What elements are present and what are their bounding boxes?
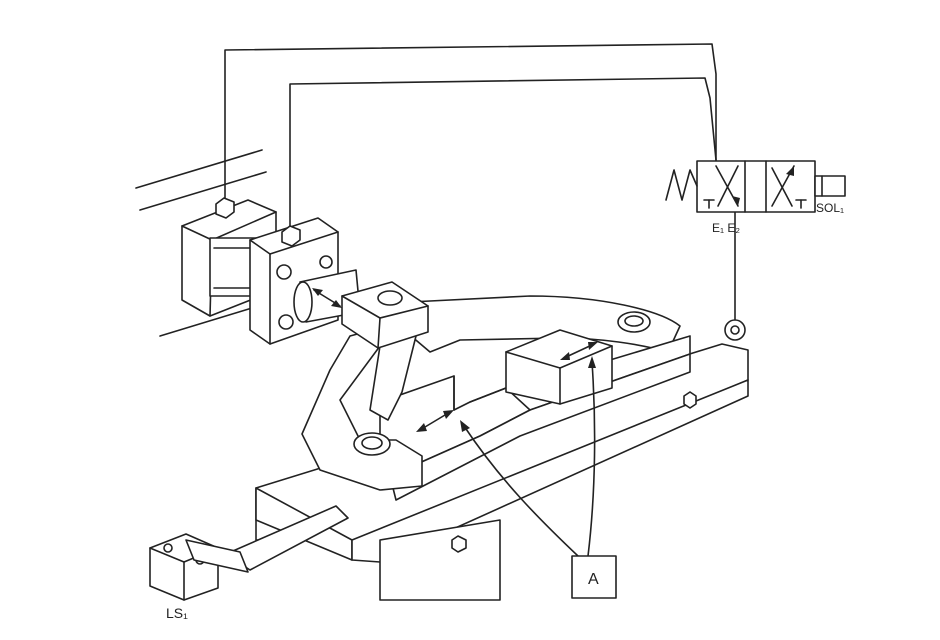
- spring-return-icon: [665, 169, 698, 201]
- rod-clevis: [341, 281, 429, 349]
- limit-switch-label: LS₁: [166, 605, 188, 621]
- double-arrow-icon: [560, 342, 598, 360]
- valve-port-labels: E₁ E₂: [712, 221, 740, 235]
- limit-switch: LS₁: [149, 505, 349, 621]
- air-source-icon: [724, 319, 746, 341]
- solenoid-valve: SOL₁ E₁ E₂: [665, 160, 846, 235]
- double-arrow-icon: [312, 288, 342, 308]
- air-port-fitting-icon: [215, 197, 301, 247]
- exhaust-port-icon: [703, 199, 807, 209]
- hex-nut-icon: [451, 391, 697, 553]
- moving-jaw: [505, 329, 613, 405]
- solenoid-icon: [814, 175, 846, 197]
- valve-flow-arrows-icon: [715, 165, 795, 207]
- callout-a: A: [460, 356, 617, 599]
- fixed-jaw-arrow: [416, 410, 454, 432]
- callout-label: A: [588, 571, 599, 588]
- frame-rails: [135, 149, 267, 337]
- solenoid-label: SOL₁: [816, 201, 844, 215]
- pneumatic-cylinder: [181, 197, 339, 345]
- air-lines: [224, 43, 736, 321]
